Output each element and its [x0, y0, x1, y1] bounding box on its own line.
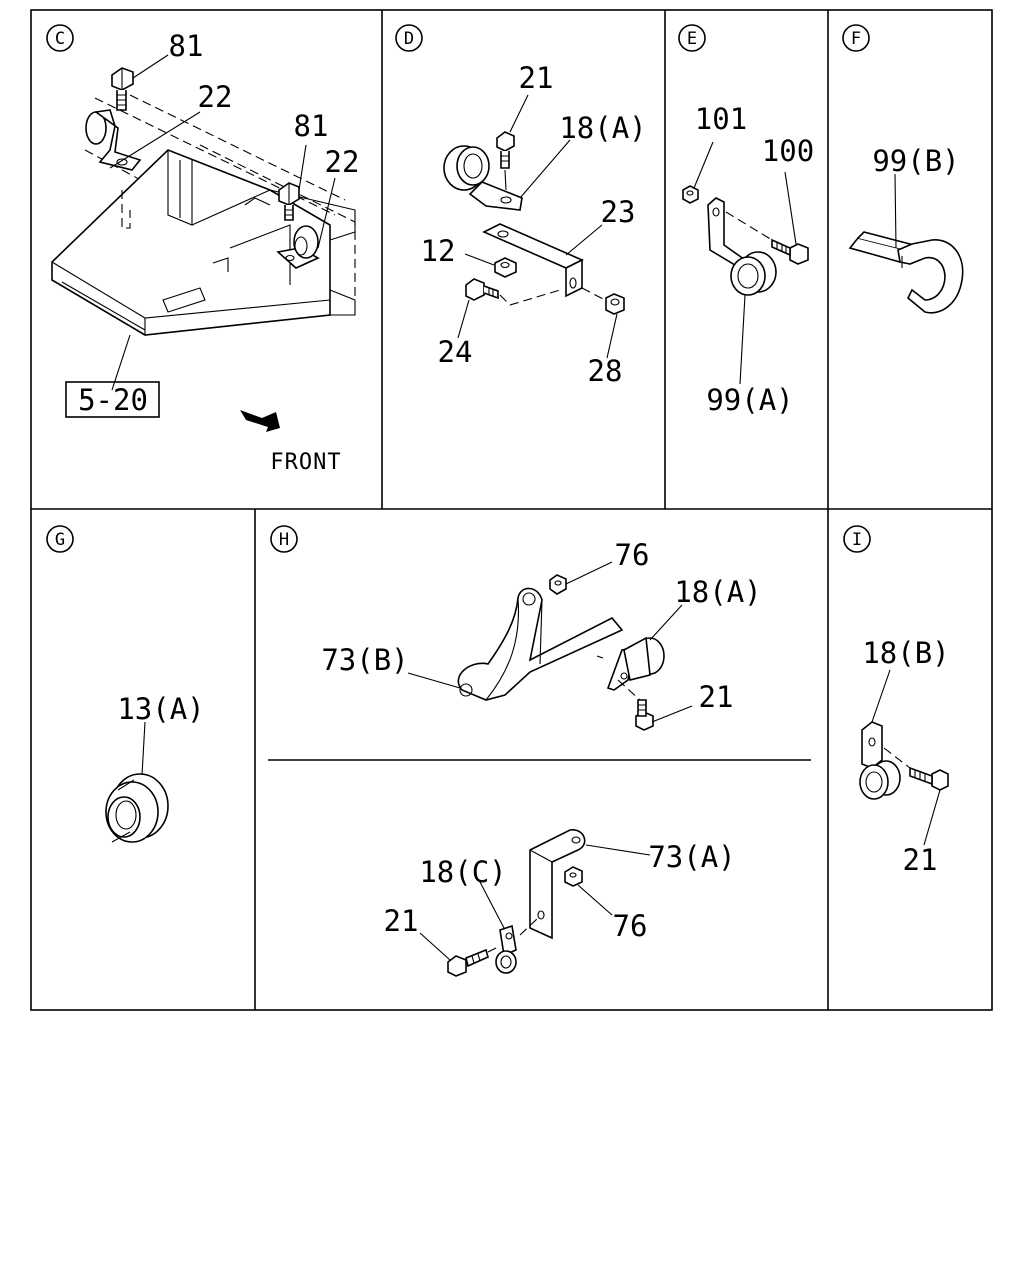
label-18c: 18(C) — [419, 855, 506, 889]
bolt-21-d — [496, 131, 515, 191]
clamp-99b — [848, 231, 964, 314]
section-g-letter: G — [55, 530, 65, 550]
label-21-h-bottom: 21 — [384, 904, 419, 938]
nut-76-bottom — [564, 866, 583, 887]
bolt-81-top — [111, 67, 134, 111]
section-i-letter: I — [852, 530, 862, 550]
section-g-illustration: 13(A) — [105, 692, 205, 843]
section-e-illustration: 101 100 99(A) — [682, 102, 814, 417]
section-e-badge: E — [678, 24, 706, 52]
section-c-badge: C — [46, 24, 74, 52]
label-22-top: 22 — [198, 80, 233, 114]
label-21-d: 21 — [519, 61, 554, 95]
label-81-right: 81 — [294, 109, 329, 143]
battery-tray — [51, 149, 331, 336]
label-101: 101 — [695, 102, 747, 136]
label-13a: 13(A) — [117, 692, 204, 726]
label-21-i: 21 — [903, 843, 938, 877]
section-f-illustration: 99(B) — [848, 144, 964, 314]
front-arrow-icon — [240, 410, 280, 432]
label-76-bottom: 76 — [613, 909, 648, 943]
bolt-21-i — [883, 747, 949, 791]
section-i-illustration: 18(B) 21 — [859, 636, 950, 877]
bolt-24 — [465, 278, 561, 306]
grommet-13a — [105, 773, 169, 843]
clip-18c — [495, 924, 517, 974]
nut-28 — [581, 287, 625, 315]
reference-label: 5-20 — [78, 383, 148, 417]
bolt-100 — [725, 211, 809, 265]
section-c-letter: C — [55, 29, 65, 49]
label-73a: 73(A) — [648, 840, 735, 874]
section-e-letter: E — [687, 29, 697, 49]
clip-18a-h — [606, 636, 665, 691]
label-73b: 73(B) — [321, 643, 408, 677]
section-h-top-illustration: 76 18(A) 73(B) 21 — [321, 538, 762, 731]
panel-grid — [30, 9, 993, 1011]
label-24: 24 — [438, 335, 473, 369]
label-21-h-top: 21 — [699, 680, 734, 714]
label-18a-h: 18(A) — [674, 575, 761, 609]
bolt-21-h-bottom — [447, 945, 501, 977]
section-g-badge: G — [46, 525, 74, 553]
nut-76-top — [549, 574, 567, 595]
nut-12 — [494, 257, 517, 278]
bracket-73b — [457, 587, 624, 701]
label-12: 12 — [421, 234, 456, 268]
clip-18a-d — [443, 145, 523, 211]
clip-22-top — [85, 109, 142, 171]
section-h-bottom-illustration: 73(A) 76 18(C) 21 — [384, 829, 736, 977]
label-28: 28 — [588, 354, 623, 388]
section-d-badge: D — [395, 24, 423, 52]
label-81-top: 81 — [169, 29, 204, 63]
section-d-letter: D — [404, 29, 414, 49]
section-h-letter: H — [279, 530, 289, 550]
front-label: FRONT — [270, 450, 341, 475]
bolt-21-h-top — [617, 679, 654, 731]
section-f-badge: F — [842, 24, 870, 52]
bracket-73a — [529, 829, 586, 940]
clip-18b — [859, 721, 901, 800]
label-22-right: 22 — [325, 145, 360, 179]
clamp-99a — [707, 197, 777, 296]
label-18a-d: 18(A) — [559, 111, 646, 145]
section-f-letter: F — [851, 29, 861, 49]
section-h-badge: H — [270, 525, 298, 553]
bolt-81-right — [278, 182, 300, 221]
section-d-illustration: 21 18(A) 23 12 24 28 — [421, 61, 647, 388]
label-23: 23 — [601, 195, 636, 229]
label-99b: 99(B) — [872, 144, 959, 178]
section-c-illustration: 5-20 FRONT 81 22 81 22 — [51, 29, 360, 475]
label-18b: 18(B) — [862, 636, 949, 670]
label-99a: 99(A) — [706, 383, 793, 417]
label-100: 100 — [762, 134, 814, 168]
clip-22-right — [276, 225, 320, 269]
label-76-top: 76 — [615, 538, 650, 572]
bracket-23 — [482, 223, 584, 298]
section-i-badge: I — [843, 525, 871, 553]
nut-101 — [682, 185, 699, 204]
